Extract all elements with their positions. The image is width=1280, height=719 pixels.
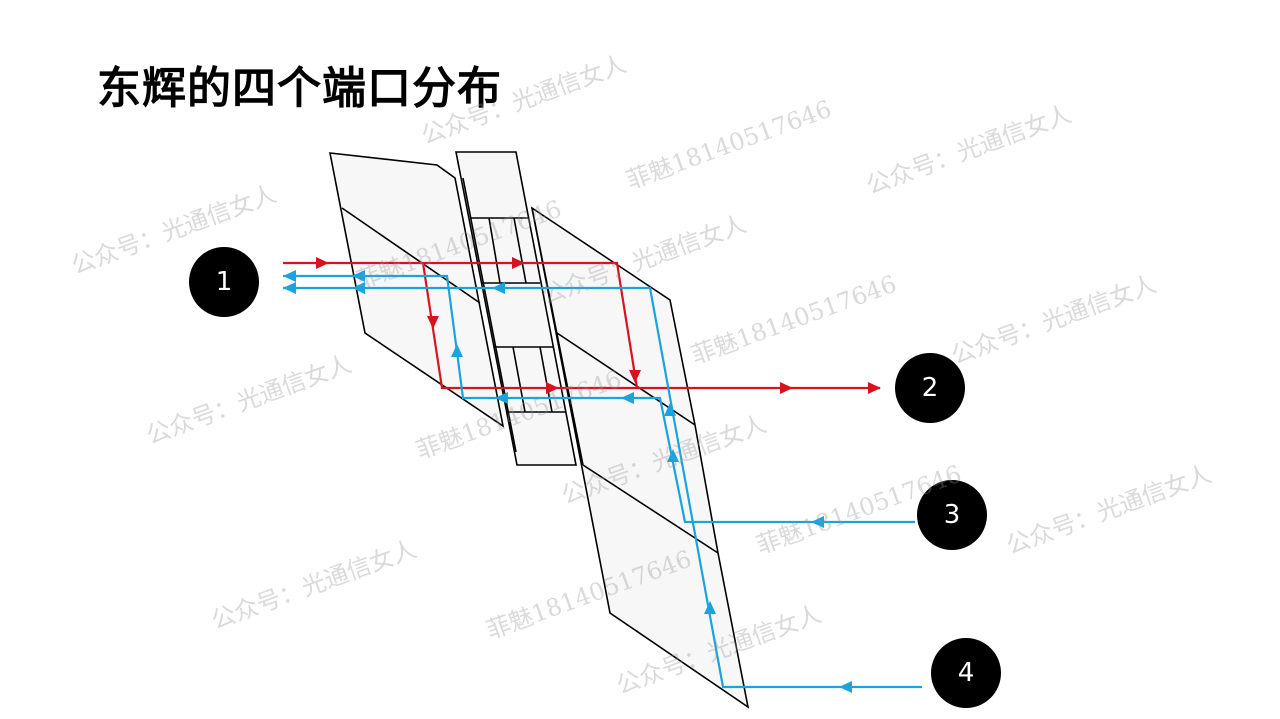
arrow-right-icon xyxy=(512,257,525,269)
right-prism xyxy=(530,206,750,709)
arrow-down-icon xyxy=(427,316,439,329)
port-3-badge: 3 xyxy=(917,480,987,550)
return-path-port4 xyxy=(283,286,922,689)
port-4-badge: 4 xyxy=(931,638,1001,708)
arrow-left-icon xyxy=(839,681,852,693)
arrow-left-icon xyxy=(352,282,365,294)
port-1-badge: 1 xyxy=(189,247,259,317)
filter-layer xyxy=(488,217,501,284)
arrow-up-icon xyxy=(667,449,679,462)
arrow-left-icon xyxy=(283,270,296,282)
forward-path-main xyxy=(283,261,639,389)
port-2-badge: 2 xyxy=(895,353,965,423)
arrow-up-icon xyxy=(704,601,716,614)
arrow-left-icon xyxy=(492,282,505,294)
filter-layer xyxy=(512,346,526,413)
arrow-right-icon xyxy=(780,382,793,394)
arrow-left-icon xyxy=(283,282,296,294)
arrow-right-icon xyxy=(316,257,329,269)
arrow-up-icon xyxy=(664,403,676,416)
right-prism-edge xyxy=(531,207,584,466)
filter-layer xyxy=(539,346,553,413)
plate-inner-line xyxy=(462,177,517,453)
filter-layer xyxy=(513,217,527,284)
arrow-left-icon xyxy=(811,516,824,528)
arrow-right-icon xyxy=(546,382,559,394)
arrow-left-icon xyxy=(621,392,634,404)
arrow-right-icon xyxy=(868,382,881,394)
arrow-left-icon xyxy=(495,392,508,404)
return-path-port3 xyxy=(283,274,915,524)
slide-title: 东辉的四个端口分布 xyxy=(97,63,502,114)
arrow-up-icon xyxy=(451,344,463,357)
forward-path-branch xyxy=(421,262,880,390)
arrow-left-icon xyxy=(352,270,365,282)
arrow-down-icon xyxy=(629,370,641,383)
